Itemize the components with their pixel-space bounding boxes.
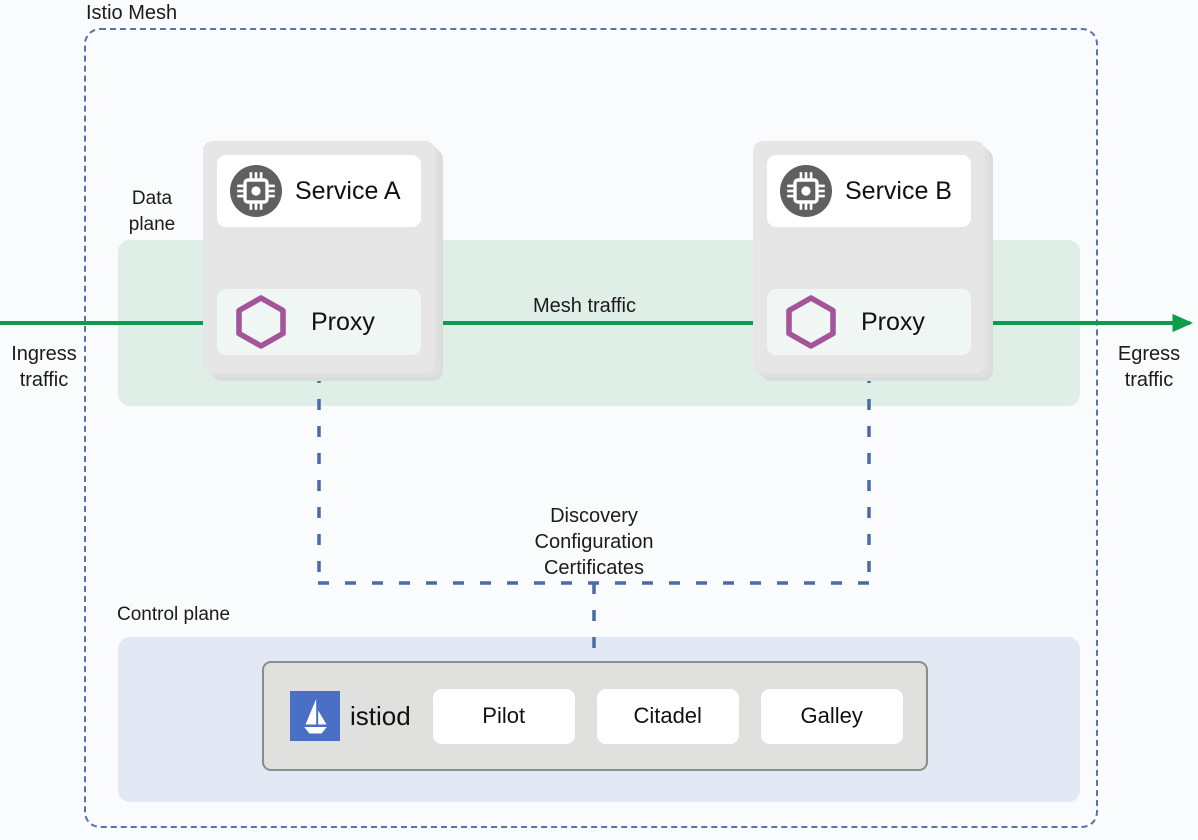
pod-service-a[interactable]: Service A Proxy [203, 141, 443, 381]
service-a-label: Service A [295, 176, 401, 205]
hexagon-envoy-icon [786, 295, 836, 349]
pod-service-b[interactable]: Service B Proxy [753, 141, 993, 381]
pod-stack-layer-front: Service B Proxy [753, 141, 985, 373]
proxy-a-label: Proxy [311, 307, 375, 336]
control-channel-line3: Certificates [543, 557, 645, 579]
control-channel-line1: Discovery [550, 505, 638, 527]
ingress-label-line2: traffic [19, 369, 69, 391]
istiod-component-citadel[interactable]: Citadel [596, 688, 739, 744]
control-channel-line2: Configuration [534, 531, 654, 553]
mesh-title-label: Istio Mesh [86, 2, 178, 24]
pod-stack-layer-front: Service A Proxy [203, 141, 435, 373]
service-card-b[interactable]: Service B [767, 155, 971, 227]
istiod-brand: istiod [290, 691, 411, 741]
egress-label-line2: traffic [1124, 369, 1174, 391]
istio-sailboat-logo-icon [290, 691, 340, 741]
hexagon-envoy-icon [236, 295, 286, 349]
istiod-components-row: Pilot Citadel Galley [432, 688, 903, 744]
control-plane-label: Control plane [117, 604, 231, 625]
istiod-label: istiod [350, 700, 411, 731]
data-plane-label: Data plane [116, 186, 188, 238]
egress-label-line1: Egress [1117, 343, 1181, 365]
service-b-label: Service B [845, 176, 952, 205]
istiod-box[interactable]: istiod Pilot Citadel Galley [262, 661, 928, 771]
mesh-traffic-label: Mesh traffic [533, 295, 636, 317]
ingress-label-line1: Ingress [11, 343, 77, 365]
data-plane-label-line1: Data [131, 188, 173, 209]
istiod-component-pilot[interactable]: Pilot [432, 688, 575, 744]
egress-traffic-label: Egress traffic [1108, 341, 1190, 393]
istiod-component-galley[interactable]: Galley [760, 688, 903, 744]
ingress-traffic-label: Ingress traffic [6, 341, 82, 393]
control-channel-label: Discovery Configuration Certificates [506, 503, 682, 581]
istio-mesh-boundary [84, 28, 1098, 828]
proxy-card-b[interactable]: Proxy [767, 289, 971, 355]
service-card-a[interactable]: Service A [217, 155, 421, 227]
proxy-card-a[interactable]: Proxy [217, 289, 421, 355]
microchip-icon [780, 165, 832, 217]
data-plane-label-line2: plane [128, 214, 176, 235]
proxy-b-label: Proxy [861, 307, 925, 336]
microchip-icon [230, 165, 282, 217]
